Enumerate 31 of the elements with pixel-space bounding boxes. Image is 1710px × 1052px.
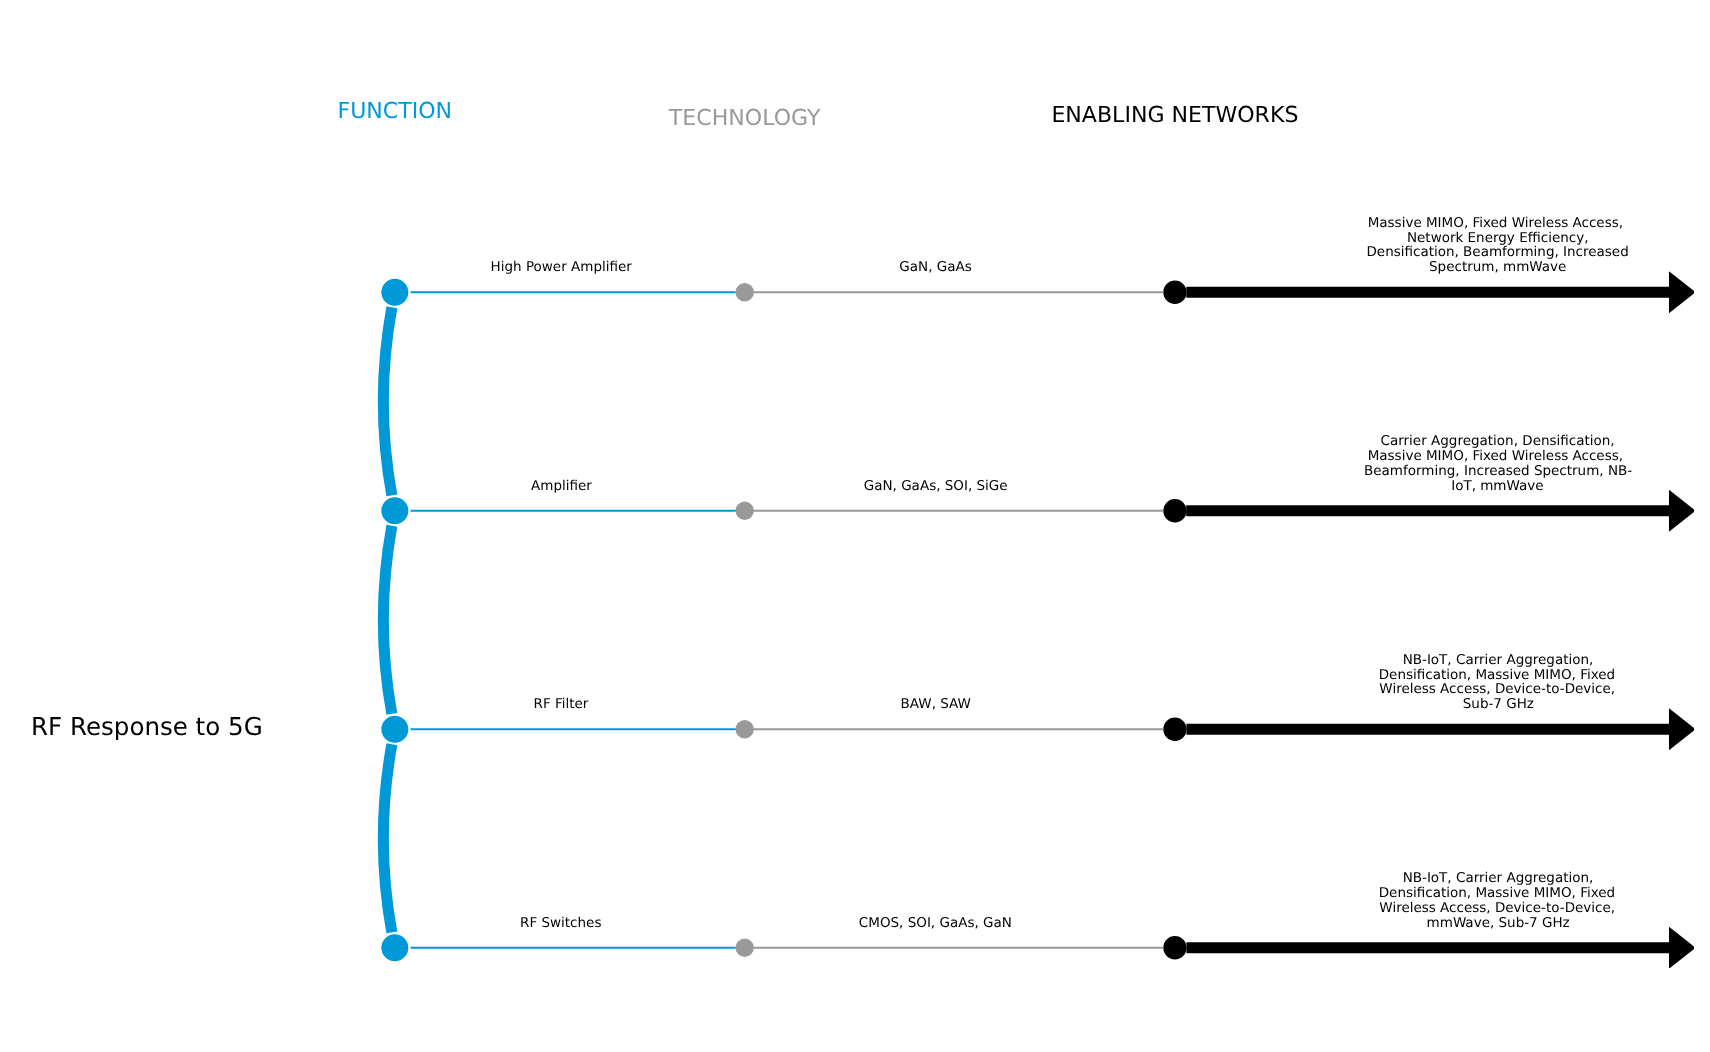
arrow (1186, 925, 1694, 967)
connector (377, 742, 398, 933)
connector (409, 727, 737, 730)
node-circle (1163, 498, 1187, 522)
connector (409, 290, 737, 293)
arrow (1186, 488, 1694, 531)
connector (752, 945, 1165, 948)
node-circle (735, 719, 754, 738)
connector (752, 290, 1165, 293)
connector (377, 523, 398, 714)
node-circle (1163, 716, 1187, 740)
connector (752, 508, 1165, 511)
arrow (1186, 707, 1694, 750)
node-circle (735, 282, 754, 301)
connector (752, 727, 1165, 730)
node-circle (377, 929, 412, 964)
node-circle (735, 500, 754, 519)
connector (409, 945, 737, 948)
node-circle (377, 492, 412, 527)
arrow (1186, 270, 1694, 313)
connector (377, 305, 398, 496)
label: FUNCTION (337, 97, 453, 124)
node-circle (377, 274, 412, 309)
label: TECHNOLOGY (668, 103, 821, 130)
node-circle (377, 711, 412, 746)
label: RF Response to 5G (31, 712, 263, 741)
node-circle (1163, 279, 1187, 303)
connector (409, 508, 737, 511)
node-circle (1163, 935, 1187, 959)
node-circle (735, 937, 754, 956)
label: ENABLING NETWORKS (1051, 101, 1299, 128)
